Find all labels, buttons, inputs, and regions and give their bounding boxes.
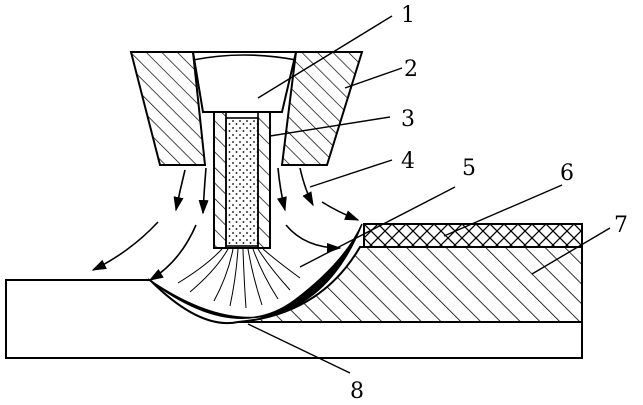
gas-flow-arrows bbox=[91, 167, 360, 281]
leader-lines bbox=[247, 15, 611, 374]
callout-5: 5 bbox=[462, 156, 476, 181]
callout-1: 1 bbox=[401, 3, 415, 28]
electrode-wire bbox=[213, 111, 271, 249]
weld-pool bbox=[147, 223, 363, 319]
callout-7: 7 bbox=[614, 213, 628, 238]
callout-4: 4 bbox=[401, 149, 415, 174]
callout-6: 6 bbox=[560, 161, 574, 186]
callout-3: 3 bbox=[401, 107, 415, 132]
arc-rays bbox=[177, 248, 301, 309]
base-metal-hatched bbox=[237, 246, 583, 323]
callout-8: 8 bbox=[350, 379, 364, 404]
coating-layer bbox=[363, 223, 583, 248]
callout-2: 2 bbox=[404, 57, 418, 82]
callout-labels: 1 2 3 4 5 6 7 8 bbox=[350, 3, 628, 404]
nozzle bbox=[129, 51, 364, 166]
contact-tip bbox=[191, 51, 298, 113]
